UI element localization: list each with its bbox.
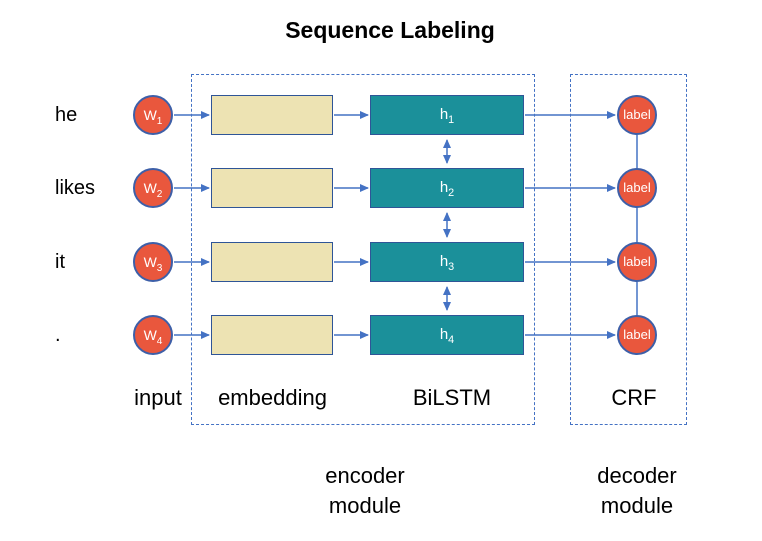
label-node-3: label [617, 242, 657, 282]
word-label-3: it [55, 251, 65, 273]
embedding-box-1 [211, 95, 333, 135]
decoder-module-box [570, 74, 687, 425]
column-label-bilstm: BiLSTM [412, 385, 492, 410]
embedding-box-4 [211, 315, 333, 355]
hidden-state-box-h2: h2 [370, 168, 524, 208]
column-label-input: input [134, 385, 182, 410]
encoder-module-box [191, 74, 535, 425]
hidden-state-box-h3: h3 [370, 242, 524, 282]
hidden-state-box-h4: h4 [370, 315, 524, 355]
word-label-4: . [55, 324, 61, 346]
column-label-embedding: embedding [218, 385, 327, 410]
embedding-box-3 [211, 242, 333, 282]
module-label-decoder: decoder module [537, 461, 737, 521]
module-label-decoder-line2: module [600, 493, 674, 518]
word-label-2: likes [55, 177, 96, 199]
module-label-encoder: encoder module [265, 461, 465, 521]
label-node-2: label [617, 168, 657, 208]
diagram-title: Sequence Labeling [285, 17, 495, 43]
input-node-w2: W2 [133, 168, 173, 208]
input-node-w3: W3 [133, 242, 173, 282]
module-label-encoder-line2: module [328, 493, 402, 518]
hidden-state-box-h1: h1 [370, 95, 524, 135]
column-label-crf: CRF [611, 385, 657, 410]
input-node-w1: W1 [133, 95, 173, 135]
input-node-w4: W4 [133, 315, 173, 355]
word-label-1: he [55, 104, 78, 126]
module-label-encoder-line1: encoder [325, 463, 405, 488]
label-node-1: label [617, 95, 657, 135]
embedding-box-2 [211, 168, 333, 208]
label-node-4: label [617, 315, 657, 355]
module-label-decoder-line1: decoder [597, 463, 677, 488]
